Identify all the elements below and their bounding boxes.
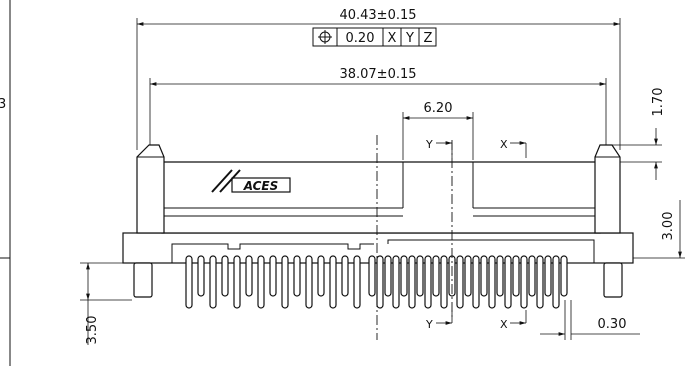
pin-length-label: 3.50 — [85, 316, 100, 345]
pin — [528, 255, 536, 297]
dim-offset: 6.20 — [402, 101, 474, 160]
pin — [269, 255, 277, 297]
dim-inner-width: 38.07±0.15 — [149, 67, 607, 145]
pin — [384, 255, 392, 297]
pin — [376, 255, 384, 309]
pin — [544, 255, 552, 297]
datum-y-top: Y — [425, 138, 433, 151]
connector-body — [122, 144, 634, 298]
pin — [400, 255, 408, 297]
datum-x: X — [388, 31, 397, 46]
pin — [440, 255, 448, 309]
logo-text: ACES — [243, 179, 279, 193]
tolerance-value: 0.20 — [346, 31, 375, 46]
aces-logo: ACES — [211, 169, 291, 193]
datum-z: Z — [424, 31, 433, 46]
pin — [488, 255, 496, 309]
offset-label: 6.20 — [424, 101, 453, 116]
pin — [341, 255, 349, 297]
border-mark: 3 — [0, 97, 6, 112]
pin — [257, 255, 265, 309]
pin — [281, 255, 289, 309]
pin-row — [185, 255, 568, 309]
pin — [536, 255, 544, 309]
pin — [464, 255, 472, 297]
pin — [512, 255, 520, 297]
dim-overall-width: 40.43±0.15 — [136, 8, 621, 150]
pin — [329, 255, 337, 309]
pitch-label: 0.30 — [598, 317, 627, 332]
dim-height: 3.00 — [632, 200, 685, 259]
inner-width-label: 38.07±0.15 — [339, 67, 416, 82]
pin — [245, 255, 253, 297]
overall-width-label: 40.43±0.15 — [339, 8, 416, 23]
pin — [424, 255, 432, 309]
datum-markers: Y X Y X — [425, 138, 527, 331]
datum-y-bottom: Y — [425, 318, 433, 331]
pin — [456, 255, 464, 309]
pin — [432, 255, 440, 297]
pin — [408, 255, 416, 309]
pin — [233, 255, 241, 309]
pin — [504, 255, 512, 309]
height-label: 3.00 — [661, 212, 676, 241]
pin — [392, 255, 400, 309]
pin — [560, 255, 568, 297]
post-top-label: 1.70 — [651, 88, 666, 117]
pin — [472, 255, 480, 309]
pin — [197, 255, 205, 297]
dim-post-top: 1.70 — [600, 88, 666, 180]
pin — [416, 255, 424, 297]
pin — [368, 255, 376, 297]
pin — [209, 255, 217, 309]
pin — [353, 255, 361, 309]
datum-x-top: X — [500, 138, 508, 151]
pin — [293, 255, 301, 297]
pin — [520, 255, 528, 309]
tolerance-frame: 0.20 X Y Z — [312, 27, 437, 47]
pin — [305, 255, 313, 309]
pin — [185, 255, 193, 309]
datum-x-bottom: X — [500, 318, 508, 331]
pin — [221, 255, 229, 297]
pin — [552, 255, 560, 309]
pin — [480, 255, 488, 297]
dim-pin-length: 3.50 — [80, 262, 132, 345]
pin — [496, 255, 504, 297]
pin — [317, 255, 325, 297]
datum-y: Y — [405, 31, 414, 46]
dim-pitch: 0.30 — [540, 300, 640, 340]
